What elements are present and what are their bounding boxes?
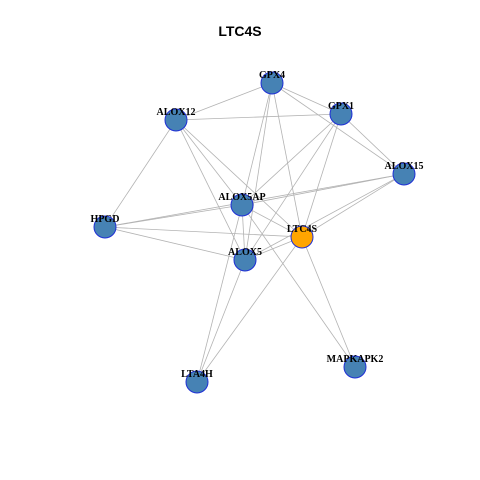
edge-gpx4-alox15 <box>271 82 405 175</box>
edge-alox12-ltc4s <box>175 119 303 238</box>
node-circle-alox5 <box>233 248 257 272</box>
edge-gpx4-alox5ap <box>241 82 273 206</box>
node-circle-ltc4s <box>290 225 314 249</box>
node-gpx4: GPX4 <box>259 70 285 95</box>
edge-gpx1-alox5ap <box>241 113 342 206</box>
node-alox5ap: ALOX5AP <box>218 192 266 217</box>
node-circle-mapkapk2 <box>343 355 367 379</box>
node-label-alox15: ALOX15 <box>385 161 424 172</box>
edge-alox15-hpgd <box>104 173 405 228</box>
node-hpgd: HPGD <box>91 214 120 239</box>
node-mapkapk2: MAPKAPK2 <box>327 354 384 379</box>
edge-gpx4-alox5 <box>244 82 273 261</box>
edge-alox5-lta4h <box>196 259 246 383</box>
edge-hpgd-alox5 <box>104 226 246 261</box>
node-circle-alox5ap <box>230 193 254 217</box>
node-circle-gpx4 <box>260 71 284 95</box>
edge-hpgd-alox5ap <box>104 204 243 228</box>
node-label-alox5: ALOX5 <box>228 247 262 258</box>
node-label-ltc4s: LTC4S <box>287 224 318 235</box>
edge-gpx1-alox5 <box>244 113 342 261</box>
node-circle-hpgd <box>93 215 117 239</box>
node-label-alox5ap: ALOX5AP <box>218 192 265 203</box>
node-ltc4s: LTC4S <box>287 224 318 249</box>
edge-alox12-alox5 <box>175 119 246 261</box>
node-circle-gpx1 <box>329 102 353 126</box>
edge-ltc4s-mapkapk2 <box>301 236 356 368</box>
node-gpx1: GPX1 <box>328 101 354 126</box>
edge-alox5ap-lta4h <box>196 204 243 383</box>
node-label-mapkapk2: MAPKAPK2 <box>327 354 384 365</box>
node-label-alox12: ALOX12 <box>157 107 196 118</box>
edge-hpgd-ltc4s <box>104 226 303 238</box>
node-label-gpx1: GPX1 <box>328 101 354 112</box>
edge-gpx4-gpx1 <box>271 82 342 115</box>
edge-ltc4s-lta4h <box>196 236 303 383</box>
node-label-gpx4: GPX4 <box>259 70 285 81</box>
node-alox12: ALOX12 <box>157 107 196 132</box>
edge-alox12-hpgd <box>104 119 177 228</box>
edge-layer <box>104 82 405 383</box>
edge-alox15-ltc4s <box>301 173 405 238</box>
node-alox5: ALOX5 <box>228 247 262 272</box>
node-label-lta4h: LTA4H <box>181 369 213 380</box>
node-alox15: ALOX15 <box>385 161 424 186</box>
edge-alox15-alox5ap <box>241 173 405 206</box>
edge-alox12-alox5ap <box>175 119 243 206</box>
edge-gpx1-alox15 <box>340 113 405 175</box>
edge-gpx4-ltc4s <box>271 82 303 238</box>
node-circle-alox15 <box>392 162 416 186</box>
graph-title: LTC4S <box>218 23 261 39</box>
node-circle-alox12 <box>164 108 188 132</box>
node-circle-lta4h <box>185 370 209 394</box>
edge-gpx1-ltc4s <box>301 113 342 238</box>
edge-alox12-gpx1 <box>175 113 342 121</box>
node-label-hpgd: HPGD <box>91 214 120 225</box>
edge-alox15-alox5 <box>244 173 405 261</box>
node-lta4h: LTA4H <box>181 369 213 394</box>
edge-alox5ap-mapkapk2 <box>241 204 356 368</box>
edge-alox12-gpx4 <box>175 82 273 121</box>
